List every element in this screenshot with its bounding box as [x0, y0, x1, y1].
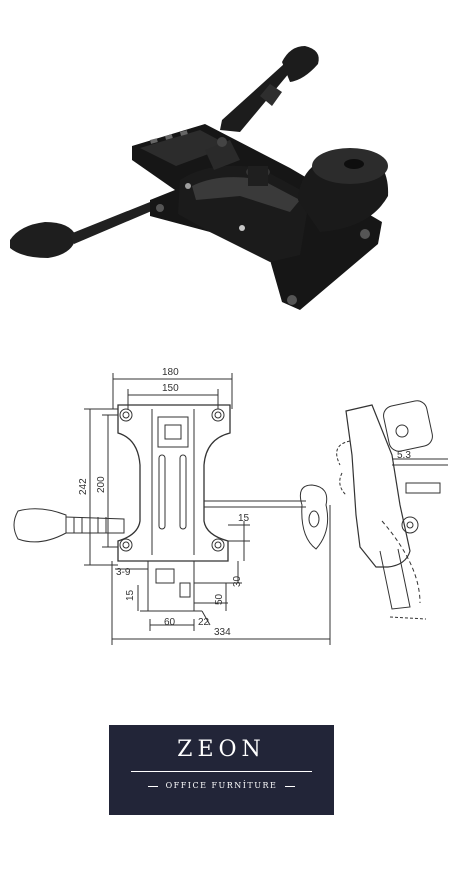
dim-right-offset: 15 — [238, 513, 250, 524]
chair-mechanism-technical-drawing-icon: 180 150 242 200 15 3-9 15 30 50 60 22 33… — [13, 367, 448, 645]
dim-side-offset: 5.3 — [397, 450, 411, 461]
product-photo — [0, 0, 452, 340]
dim-top-outer: 180 — [162, 367, 179, 378]
chair-mechanism-photo-icon — [10, 46, 389, 310]
dim-height-outer: 242 — [78, 478, 89, 495]
dim-bottom-right-30: 30 — [232, 575, 243, 587]
logo-tagline-row: OFFICE FURNİTURE — [109, 781, 334, 790]
dim-bottom-right-50: 50 — [214, 593, 225, 605]
brand-logo: ZEON OFFICE FURNİTURE — [109, 725, 334, 815]
dim-total-length: 334 — [214, 627, 231, 638]
logo-dash-right — [285, 785, 296, 787]
dim-bottom-left-vertical: 15 — [125, 589, 136, 601]
dim-bottom-22: 22 — [198, 617, 210, 628]
logo-tagline: OFFICE FURNİTURE — [165, 781, 278, 790]
dim-top-inner: 150 — [162, 383, 179, 394]
logo-dash-left — [147, 785, 158, 787]
logo-divider — [131, 771, 312, 772]
dim-height-inner: 200 — [96, 476, 107, 493]
logo-name: ZEON — [177, 737, 266, 762]
dim-bottom-width-60: 60 — [164, 617, 176, 628]
technical-drawing: 180 150 242 200 15 3-9 15 30 50 60 22 33… — [0, 355, 452, 655]
dim-bottom-left: 3-9 — [116, 567, 131, 578]
